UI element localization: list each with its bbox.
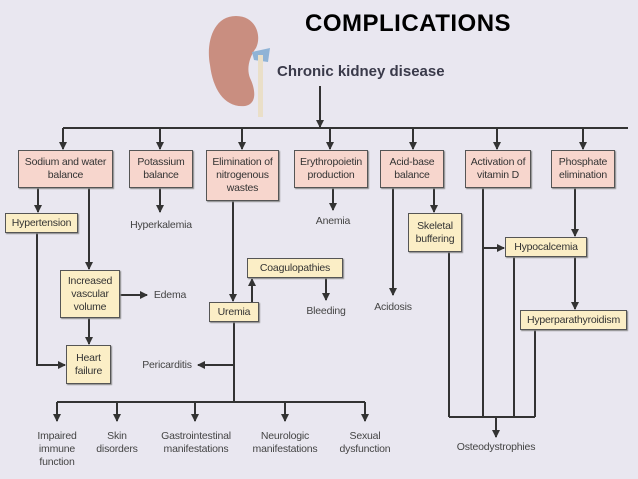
outcome-acidosis: Acidosis: [374, 301, 412, 313]
node-skeletal-buffering: Skeletal buffering: [408, 213, 462, 252]
root-node: Chronic kidney disease: [277, 63, 445, 80]
node-coagulopathies: Coagulopathies: [247, 258, 343, 278]
outcome-impaired-immune-function: Impaired immune function: [37, 430, 77, 468]
outcome-edema: Edema: [153, 289, 187, 301]
node-hypertension: Hypertension: [5, 213, 78, 233]
node-heart-failure: Heart failure: [66, 345, 111, 384]
category-potassium: Potassium balance: [129, 150, 193, 188]
category-erythropoietin: Erythropoietin production: [294, 150, 368, 188]
outcome-sexual-dysfunction: Sexual dysfunction: [339, 430, 391, 455]
category-sodium-water: Sodium and water balance: [18, 150, 113, 188]
category-vitamin-d: Activation of vitamin D: [465, 150, 531, 188]
kidney-icon: [208, 16, 259, 107]
outcome-pericarditis: Pericarditis: [142, 359, 192, 371]
outcome-gastrointestinal: Gastrointestinal manifestations: [161, 430, 231, 455]
slide-title: COMPLICATIONS: [305, 10, 512, 37]
outcome-anemia: Anemia: [315, 215, 351, 227]
node-hyperparathyroidism: Hyperparathyroidism: [520, 310, 627, 330]
category-acid-base: Acid-base balance: [380, 150, 444, 188]
node-increased-vascular-volume: Increased vascular volume: [60, 270, 120, 318]
outcome-hyperkalemia: Hyperkalemia: [130, 219, 192, 231]
category-phosphate: Phosphate elimination: [551, 150, 615, 188]
category-nitrogenous-wastes: Elimination of nitrogenous wastes: [206, 150, 279, 201]
outcome-osteodystrophies: Osteodystrophies: [456, 441, 536, 453]
node-uremia: Uremia: [209, 302, 259, 322]
outcome-neurologic: Neurologic manifestations: [252, 430, 318, 455]
outcome-bleeding: Bleeding: [306, 305, 346, 317]
node-hypocalcemia: Hypocalcemia: [505, 237, 587, 257]
outcome-skin-disorders: Skin disorders: [96, 430, 138, 455]
